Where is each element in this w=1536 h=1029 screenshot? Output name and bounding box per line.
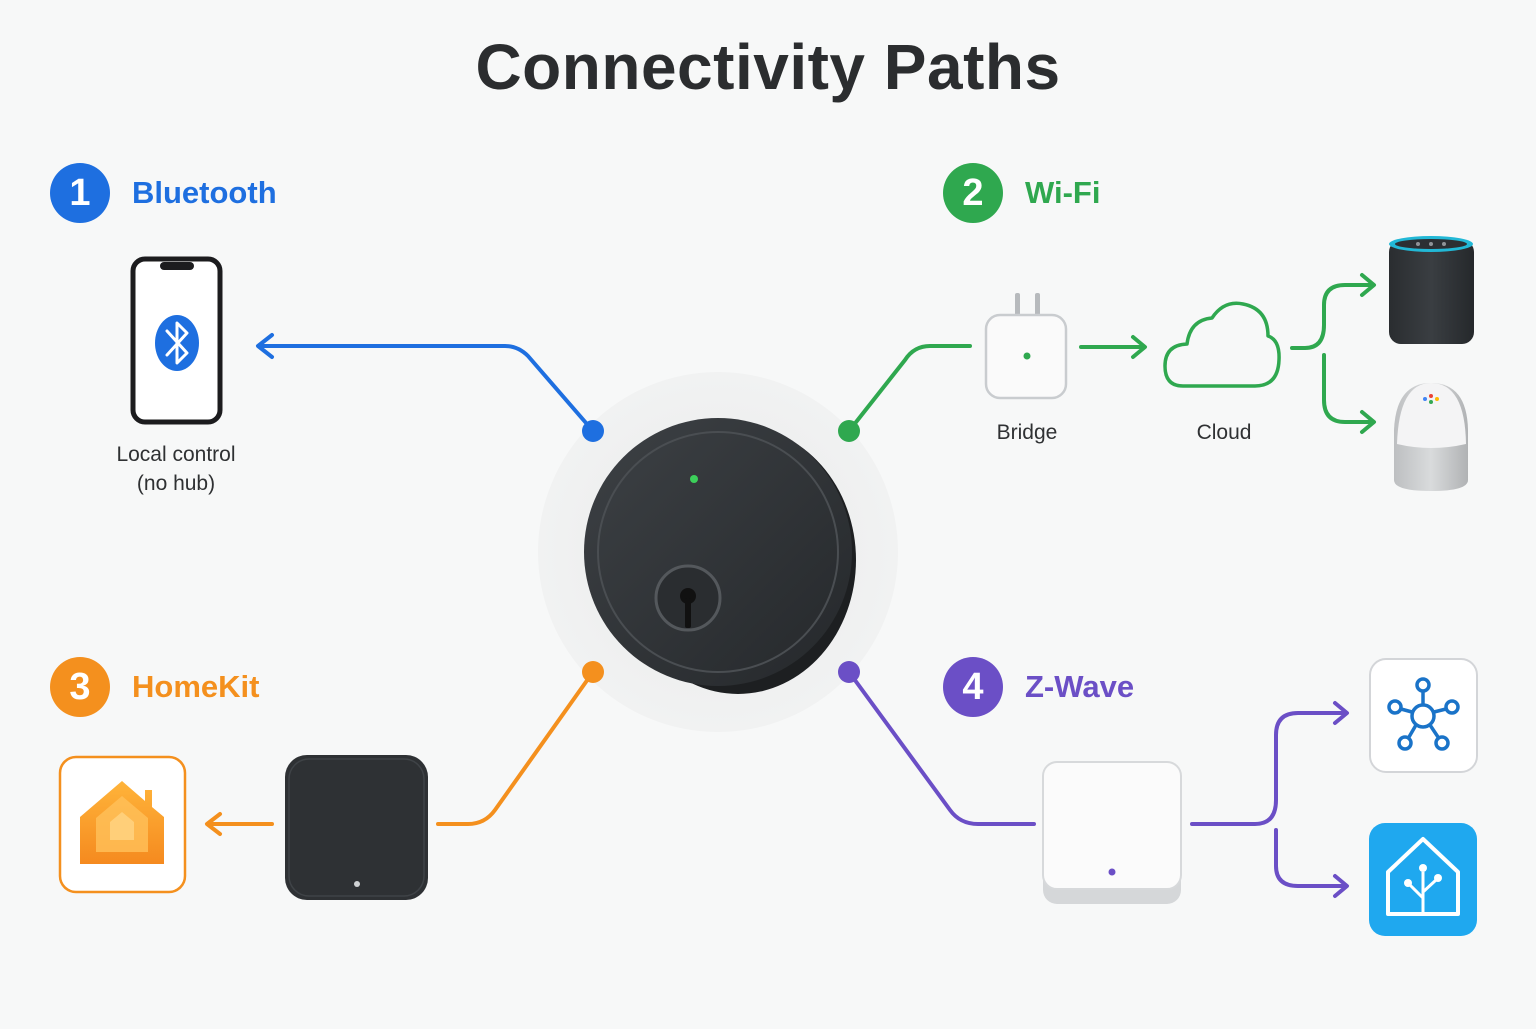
section-label: Wi-Fi xyxy=(1025,175,1101,210)
zwave-connection-dot xyxy=(838,661,860,683)
hub-device-icon xyxy=(285,755,428,900)
smart-lock-icon xyxy=(584,418,856,694)
bluetooth-connection-dot xyxy=(582,420,604,442)
wifi-connection xyxy=(847,273,1376,434)
section-number-badge: 1 xyxy=(50,163,110,223)
bluetooth-caption-line1: Local control xyxy=(116,443,236,466)
google-home-speaker-icon xyxy=(1394,383,1468,491)
section-label: Bluetooth xyxy=(132,175,277,210)
bluetooth-connection xyxy=(256,333,595,433)
home-assistant-icon xyxy=(1369,823,1477,936)
cloud-label: Cloud xyxy=(1196,421,1252,444)
section-homekit: 3 HomeKit xyxy=(50,657,259,717)
section-zwave: 4 Z-Wave xyxy=(943,657,1134,717)
cloud-icon xyxy=(1163,301,1281,388)
section-number-badge: 2 xyxy=(943,163,1003,223)
section-label: Z-Wave xyxy=(1025,669,1135,704)
bridge-label: Bridge xyxy=(996,421,1058,444)
homekit-connection xyxy=(205,670,595,836)
zwave-hub-icon xyxy=(1042,761,1182,904)
bluetooth-caption: Local control (no hub) xyxy=(86,440,266,498)
section-label: HomeKit xyxy=(132,669,260,704)
page-title: Connectivity Paths xyxy=(475,31,1061,103)
bluetooth-rune xyxy=(165,321,189,365)
smartthings-icon xyxy=(1369,658,1478,773)
section-number-badge: 4 xyxy=(943,657,1003,717)
plug-bridge-icon xyxy=(984,293,1068,400)
homekit-connection-dot xyxy=(582,661,604,683)
phone-icon xyxy=(130,256,223,425)
smart-speaker-icon xyxy=(1389,236,1474,344)
bluetooth-caption-line2: (no hub) xyxy=(136,472,216,495)
section-bluetooth: 1 Bluetooth xyxy=(50,163,277,223)
section-number-badge: 3 xyxy=(50,657,110,717)
section-wifi: 2 Wi-Fi xyxy=(943,163,1100,223)
zwave-connection xyxy=(847,670,1349,898)
homekit-home-icon xyxy=(58,755,187,894)
wifi-connection-dot xyxy=(838,420,860,442)
